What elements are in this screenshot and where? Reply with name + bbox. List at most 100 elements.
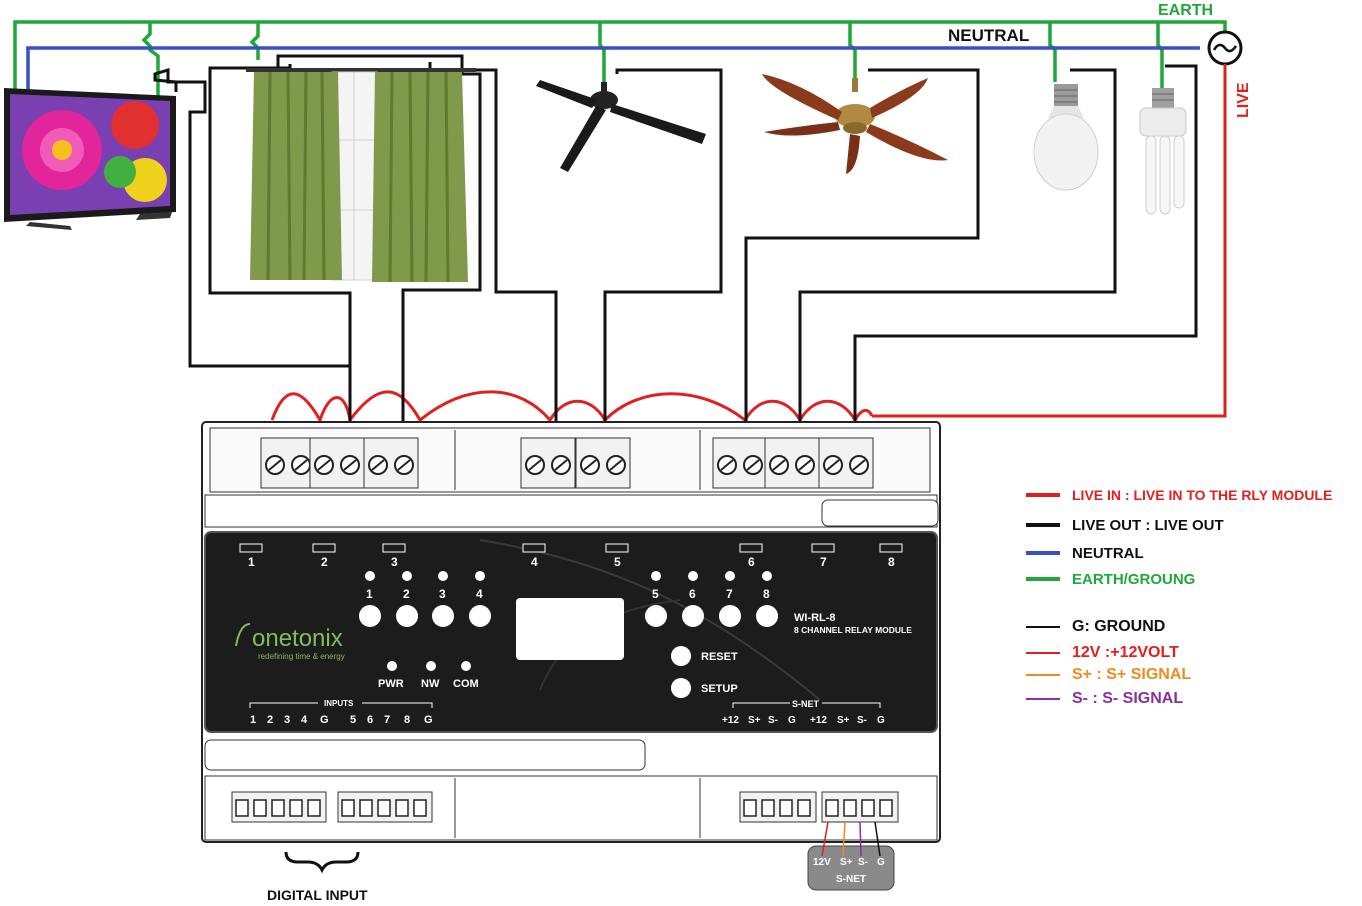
- channel-led: [688, 571, 698, 581]
- snet-connector-pin: S+: [840, 857, 853, 868]
- connector-pin: [743, 799, 757, 817]
- channel-tab: [811, 543, 835, 553]
- snet-connector-pin: 12V: [813, 857, 831, 868]
- snet-pin-label: +12: [810, 715, 827, 726]
- screw-terminal-icon: [769, 455, 789, 475]
- model-description: 8 CHANNEL RELAY MODULE: [794, 625, 912, 635]
- screw-terminal-icon: [743, 455, 763, 475]
- connector-pin: [253, 799, 267, 817]
- channel-tab: [312, 543, 336, 553]
- ac-source-icon: [1207, 30, 1243, 66]
- setup-button[interactable]: [671, 678, 691, 698]
- led-label-pwr: PWR: [378, 678, 404, 690]
- connector-pin: [235, 799, 249, 817]
- channel-number: 8: [888, 555, 895, 569]
- cfl-bulb-icon: [1139, 88, 1187, 215]
- relay-button[interactable]: [719, 605, 741, 627]
- relay-button[interactable]: [756, 605, 778, 627]
- relay-button[interactable]: [432, 605, 454, 627]
- setup-label: SETUP: [701, 683, 738, 695]
- input-pin-label: G: [424, 714, 433, 726]
- screw-terminal-icon: [394, 455, 414, 475]
- legend-label: G: GROUND: [1072, 618, 1166, 635]
- snet-pin-label: S-: [768, 715, 778, 726]
- channel-number: 7: [820, 555, 827, 569]
- channel-number: 4: [531, 555, 538, 569]
- legend-item: S+ : S+ SIGNAL: [1026, 664, 1191, 686]
- screw-terminal-icon: [551, 455, 571, 475]
- snet-title: S-NET: [792, 699, 820, 709]
- relay-button-label: 3: [439, 587, 446, 601]
- channel-led: [475, 571, 485, 581]
- model-name: WI-RL-8: [794, 612, 836, 624]
- input-pin-label: 1: [250, 714, 256, 726]
- connector-pin: [413, 799, 427, 817]
- input-pin-label: 3: [284, 714, 290, 726]
- snet-connector-pin: G: [877, 857, 885, 868]
- led-label-com: COM: [453, 678, 479, 690]
- legend-item: EARTH/GROUNG: [1026, 568, 1195, 590]
- legend-label: NEUTRAL: [1072, 544, 1144, 562]
- snet-bracket: [732, 702, 881, 708]
- channel-number: 5: [614, 555, 621, 569]
- connector-pin: [843, 799, 857, 817]
- input-pin-label: 7: [384, 714, 390, 726]
- output-terminals: [260, 437, 874, 489]
- legend-swatch: [1026, 551, 1060, 555]
- connector-pin: [289, 799, 303, 817]
- connector-pin: [307, 799, 321, 817]
- relay-button[interactable]: [469, 605, 491, 627]
- connector-pin: [395, 799, 409, 817]
- connector-pin: [271, 799, 285, 817]
- legend-item: 12V :+12VOLT: [1026, 642, 1179, 664]
- wood-ceiling-fan-icon: [762, 74, 948, 174]
- relay-button[interactable]: [359, 605, 381, 627]
- digital-input-brace-icon: [284, 851, 360, 874]
- channel-led: [402, 571, 412, 581]
- neutral-wire: [26, 46, 1200, 92]
- legend-label: 12V :+12VOLT: [1072, 644, 1179, 661]
- input-terminals: [231, 791, 899, 823]
- neutral-label: NEUTRAL: [948, 26, 1029, 45]
- legend-swatch: [1026, 523, 1060, 527]
- relay-button[interactable]: [645, 605, 667, 627]
- screw-terminal-icon: [340, 455, 360, 475]
- channel-number: 2: [321, 555, 328, 569]
- relay-button-label: 1: [366, 587, 373, 601]
- tv-icon: [4, 88, 176, 230]
- channel-number: 1: [248, 555, 255, 569]
- channel-led: [651, 571, 661, 581]
- connector-pin: [377, 799, 391, 817]
- screw-terminal-icon: [368, 455, 388, 475]
- input-pin-label: 4: [301, 714, 308, 726]
- channel-led: [762, 571, 772, 581]
- input-pin-label: G: [320, 714, 329, 726]
- live-wire: [270, 64, 1227, 424]
- ceiling-fan-icon: [536, 80, 706, 172]
- relay-button-label: 6: [689, 587, 696, 601]
- reset-button[interactable]: [671, 646, 691, 666]
- reset-label: RESET: [701, 651, 738, 663]
- screw-terminal-icon: [795, 455, 815, 475]
- channel-tab: [522, 543, 546, 553]
- connector-pin: [797, 799, 811, 817]
- channel-number: 6: [748, 555, 755, 569]
- legend-label: S+ : S+ SIGNAL: [1072, 666, 1192, 683]
- relay-button[interactable]: [682, 605, 704, 627]
- led-bulb-icon: [1033, 84, 1099, 191]
- input-pin-label: 2: [267, 714, 273, 726]
- relay-button[interactable]: [396, 605, 418, 627]
- legend-label: S- : S- SIGNAL: [1072, 690, 1184, 707]
- inputs-bracket: [249, 702, 433, 708]
- live-out-wires: [153, 54, 1198, 435]
- channel-led: [365, 571, 375, 581]
- digital-input-label: DIGITAL INPUT: [267, 887, 368, 903]
- relay-button-label: 7: [726, 587, 733, 601]
- led-label-nw: NW: [421, 678, 440, 690]
- status-leds: PWR NW COM: [378, 661, 479, 690]
- snet-connector-label: S-NET: [836, 874, 866, 885]
- snet-pin-label: S+: [748, 715, 761, 726]
